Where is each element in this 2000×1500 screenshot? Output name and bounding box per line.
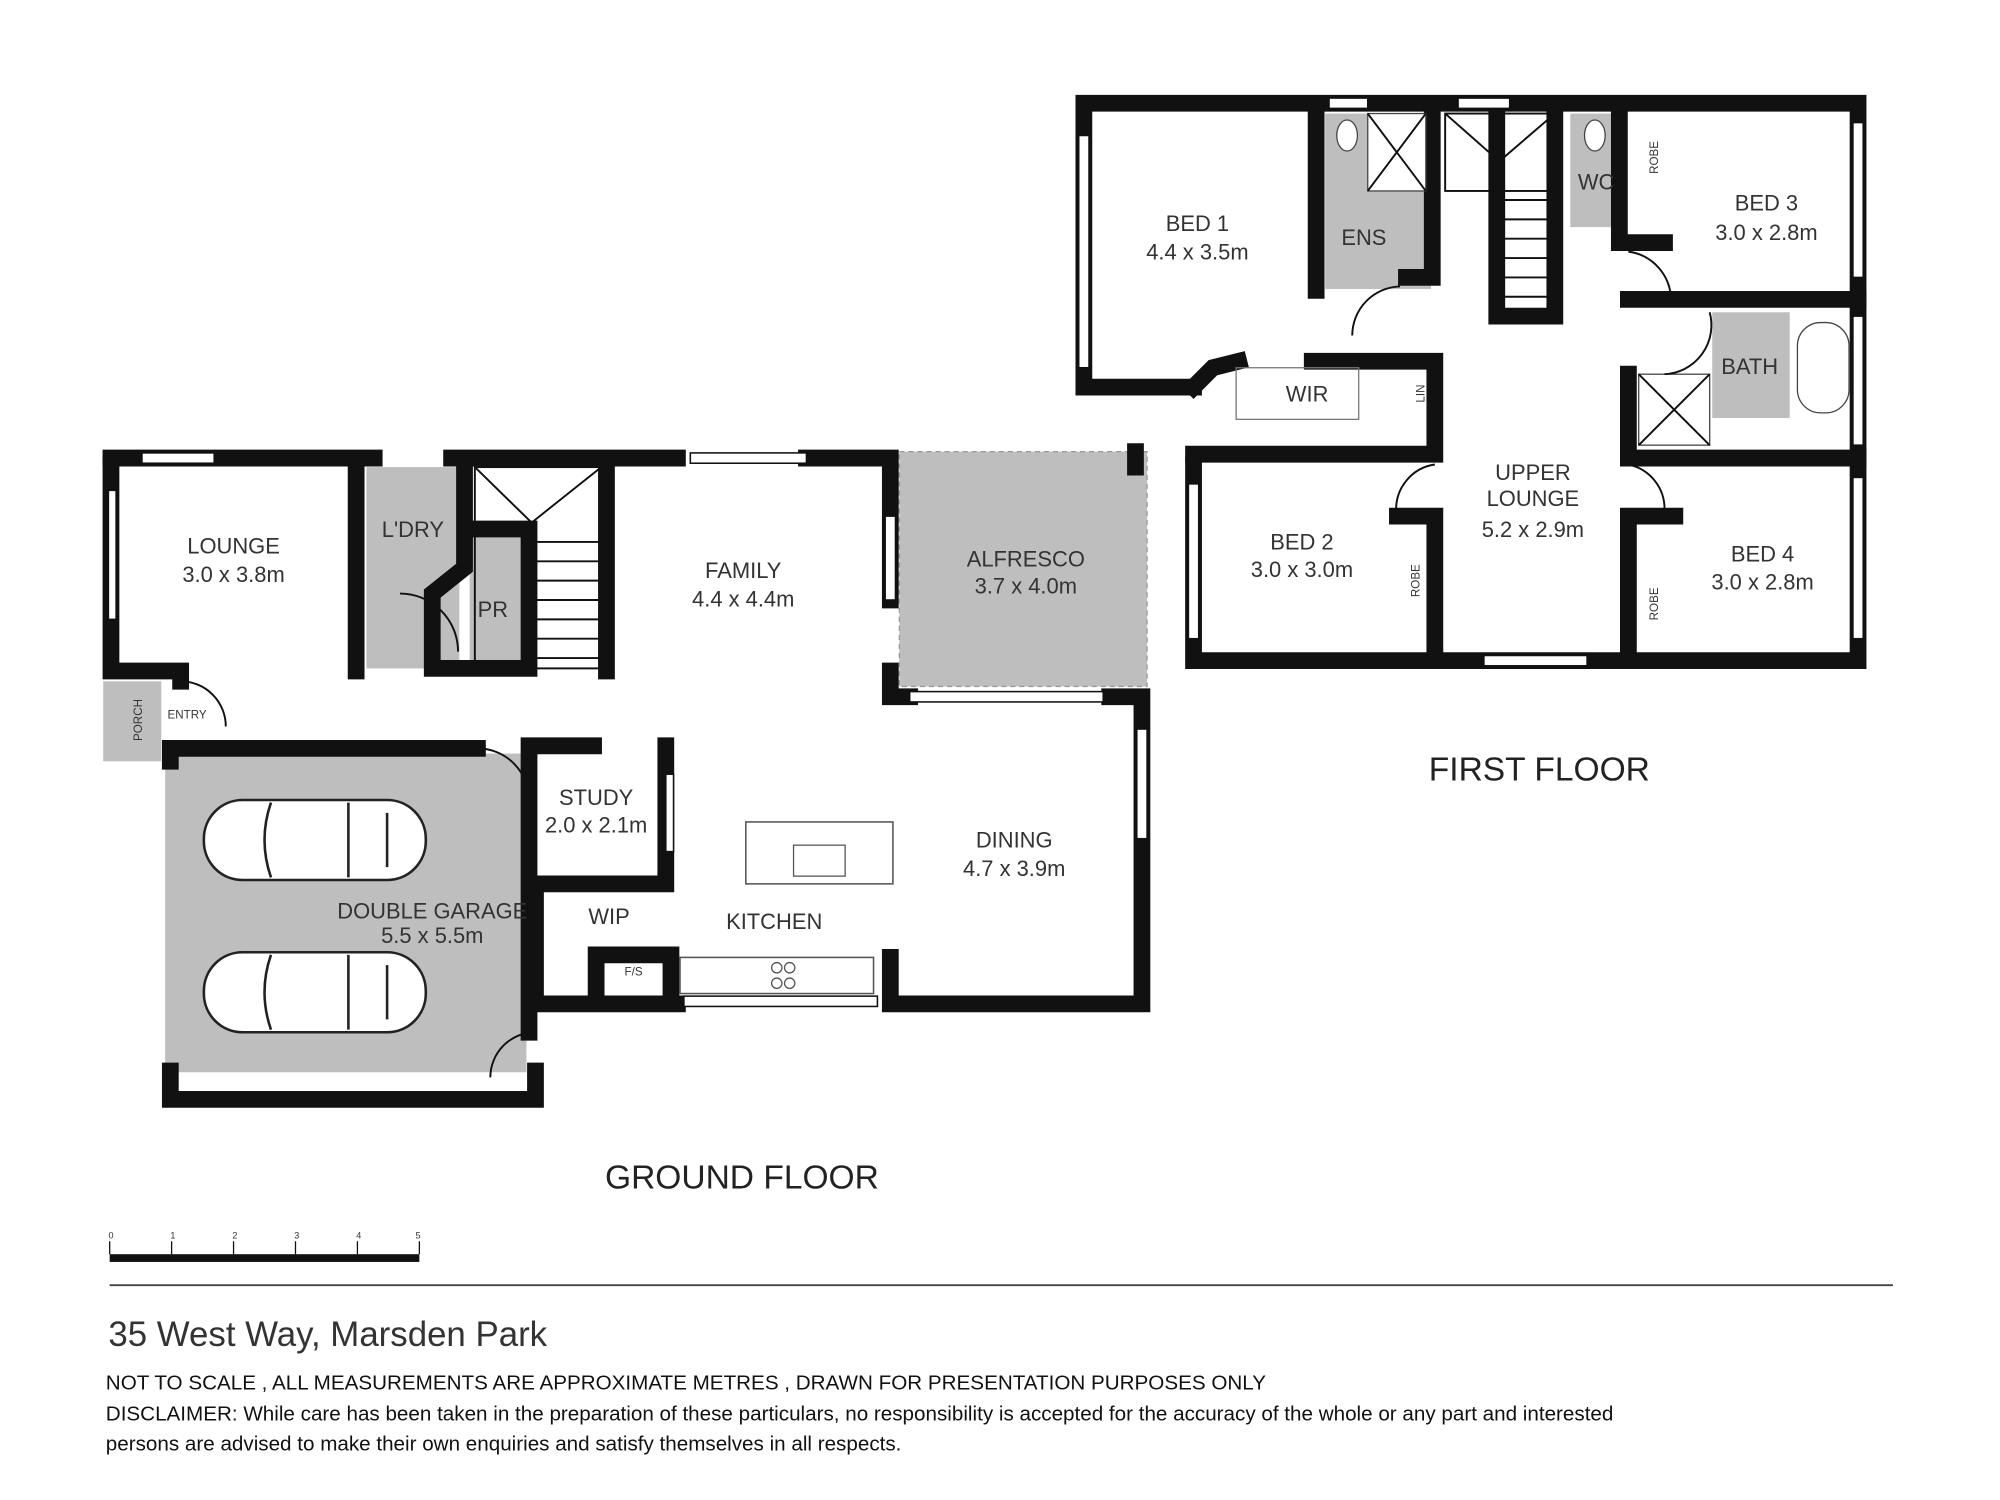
room-size-family: 4.4 x 4.4m <box>692 586 794 611</box>
room-label-laundry: L'DRY <box>382 517 445 542</box>
stairs <box>473 466 603 670</box>
room-label-kitchen: KITCHEN <box>726 909 822 934</box>
kitchen-bench <box>679 956 875 995</box>
room-size-study: 2.0 x 2.1m <box>545 812 647 837</box>
room-size-bed-3: 3.0 x 2.8m <box>1715 220 1817 245</box>
toilet-icon <box>1336 119 1359 152</box>
dining-walls <box>881 662 1151 1013</box>
room-size-alfresco: 3.7 x 4.0m <box>975 574 1077 599</box>
room-label-upper-lounge-1: UPPER <box>1495 460 1571 485</box>
toilet-icon <box>1583 119 1606 152</box>
svg-text:4: 4 <box>356 1231 361 1241</box>
room-label-study: STUDY <box>559 785 634 810</box>
disclaimer-line-1: DISCLAIMER: While care has been taken in… <box>106 1403 1614 1426</box>
door-swings <box>180 592 536 1078</box>
room-label-linen: LIN <box>1415 385 1428 403</box>
porch-area <box>103 681 162 762</box>
room-size-bed-1: 4.4 x 3.5m <box>1146 239 1248 264</box>
lounge-outer-wall <box>102 456 190 690</box>
garage-bottom-wall <box>161 1062 544 1108</box>
ground-floor: LOUNGE 3.0 x 3.8m L'DRY PR FAMILY 4.4 x … <box>102 443 1151 1196</box>
room-label-bed-1: BED 1 <box>1166 211 1229 236</box>
room-label-dining: DINING <box>976 828 1053 853</box>
cooktop-icon <box>770 961 796 990</box>
door-swings <box>1351 250 1713 510</box>
laundry-area <box>366 467 460 669</box>
room-label-fridge-space: F/S <box>625 965 643 978</box>
room-label-ensuite: ENS <box>1341 225 1386 250</box>
car-icon <box>202 950 428 1034</box>
room-label-lounge: LOUNGE <box>187 534 280 559</box>
room-label-robe: ROBE <box>1648 587 1661 620</box>
room-size-lounge: 3.0 x 3.8m <box>182 562 284 587</box>
stair-bed3-walls <box>1488 105 1867 325</box>
room-label-robe: ROBE <box>1409 564 1422 597</box>
ens-bed2-walls <box>1307 105 1444 670</box>
room-label-upper-lounge-2: LOUNGE <box>1487 486 1580 511</box>
property-address: 35 West Way, Marsden Park <box>108 1315 547 1354</box>
bath-bed4-walls <box>1620 365 1867 667</box>
powder-room-area <box>469 531 527 669</box>
room-label-porch: PORCH <box>132 699 145 741</box>
room-size-bed-2: 3.0 x 3.0m <box>1251 557 1353 582</box>
alfresco-area <box>899 451 1148 687</box>
svg-text:2: 2 <box>232 1231 237 1241</box>
scale-note: NOT TO SCALE , ALL MEASUREMENTS ARE APPR… <box>106 1372 1266 1395</box>
bathtub-icon <box>1796 321 1850 414</box>
svg-text:3: 3 <box>294 1231 299 1241</box>
ground-floor-title: GROUND FLOOR <box>605 1159 879 1196</box>
wip-walls <box>527 881 686 1013</box>
scale-bar: 0 1 2 3 4 5 <box>108 1231 421 1262</box>
room-size-upper-lounge: 5.2 x 2.9m <box>1482 517 1584 542</box>
room-label-wir: WIR <box>1286 381 1329 406</box>
room-label-alfresco: ALFRESCO <box>967 546 1085 571</box>
room-label-powder-room: PR <box>478 597 508 622</box>
room-size-bed-4: 3.0 x 2.8m <box>1711 570 1813 595</box>
stairs <box>1444 112 1556 298</box>
garage-study-walls <box>161 737 675 1041</box>
svg-text:5: 5 <box>416 1231 421 1241</box>
room-label-bed-4: BED 4 <box>1731 541 1794 566</box>
room-label-entry: ENTRY <box>168 709 207 722</box>
svg-text:0: 0 <box>108 1231 113 1241</box>
room-label-wc: WC <box>1578 170 1615 195</box>
room-label-bath: BATH <box>1721 354 1778 379</box>
wir-shelf <box>1235 367 1360 420</box>
car-icon <box>202 798 428 882</box>
wir-walls <box>1181 351 1444 463</box>
room-label-robe: ROBE <box>1648 141 1661 174</box>
room-size-garage: 5.5 x 5.5m <box>381 923 483 948</box>
first-floor: BED 1 4.4 x 3.5m ENS WC BED 3 3.0 x 2.8m… <box>1075 94 1867 789</box>
room-label-wip: WIP <box>588 904 629 929</box>
room-label-family: FAMILY <box>705 558 782 583</box>
first-floor-title: FIRST FLOOR <box>1429 752 1650 789</box>
bath-area <box>1712 312 1790 419</box>
laundry-pr-walls <box>347 456 615 680</box>
sink-icon <box>792 844 846 877</box>
disclaimer-line-2: persons are advised to make their own en… <box>106 1432 902 1455</box>
room-size-dining: 4.7 x 3.9m <box>963 856 1065 881</box>
room-label-bed-2: BED 2 <box>1270 530 1333 555</box>
svg-text:1: 1 <box>170 1231 175 1241</box>
room-label-bed-3: BED 3 <box>1735 190 1798 215</box>
room-label-garage: DOUBLE GARAGE <box>337 899 527 924</box>
